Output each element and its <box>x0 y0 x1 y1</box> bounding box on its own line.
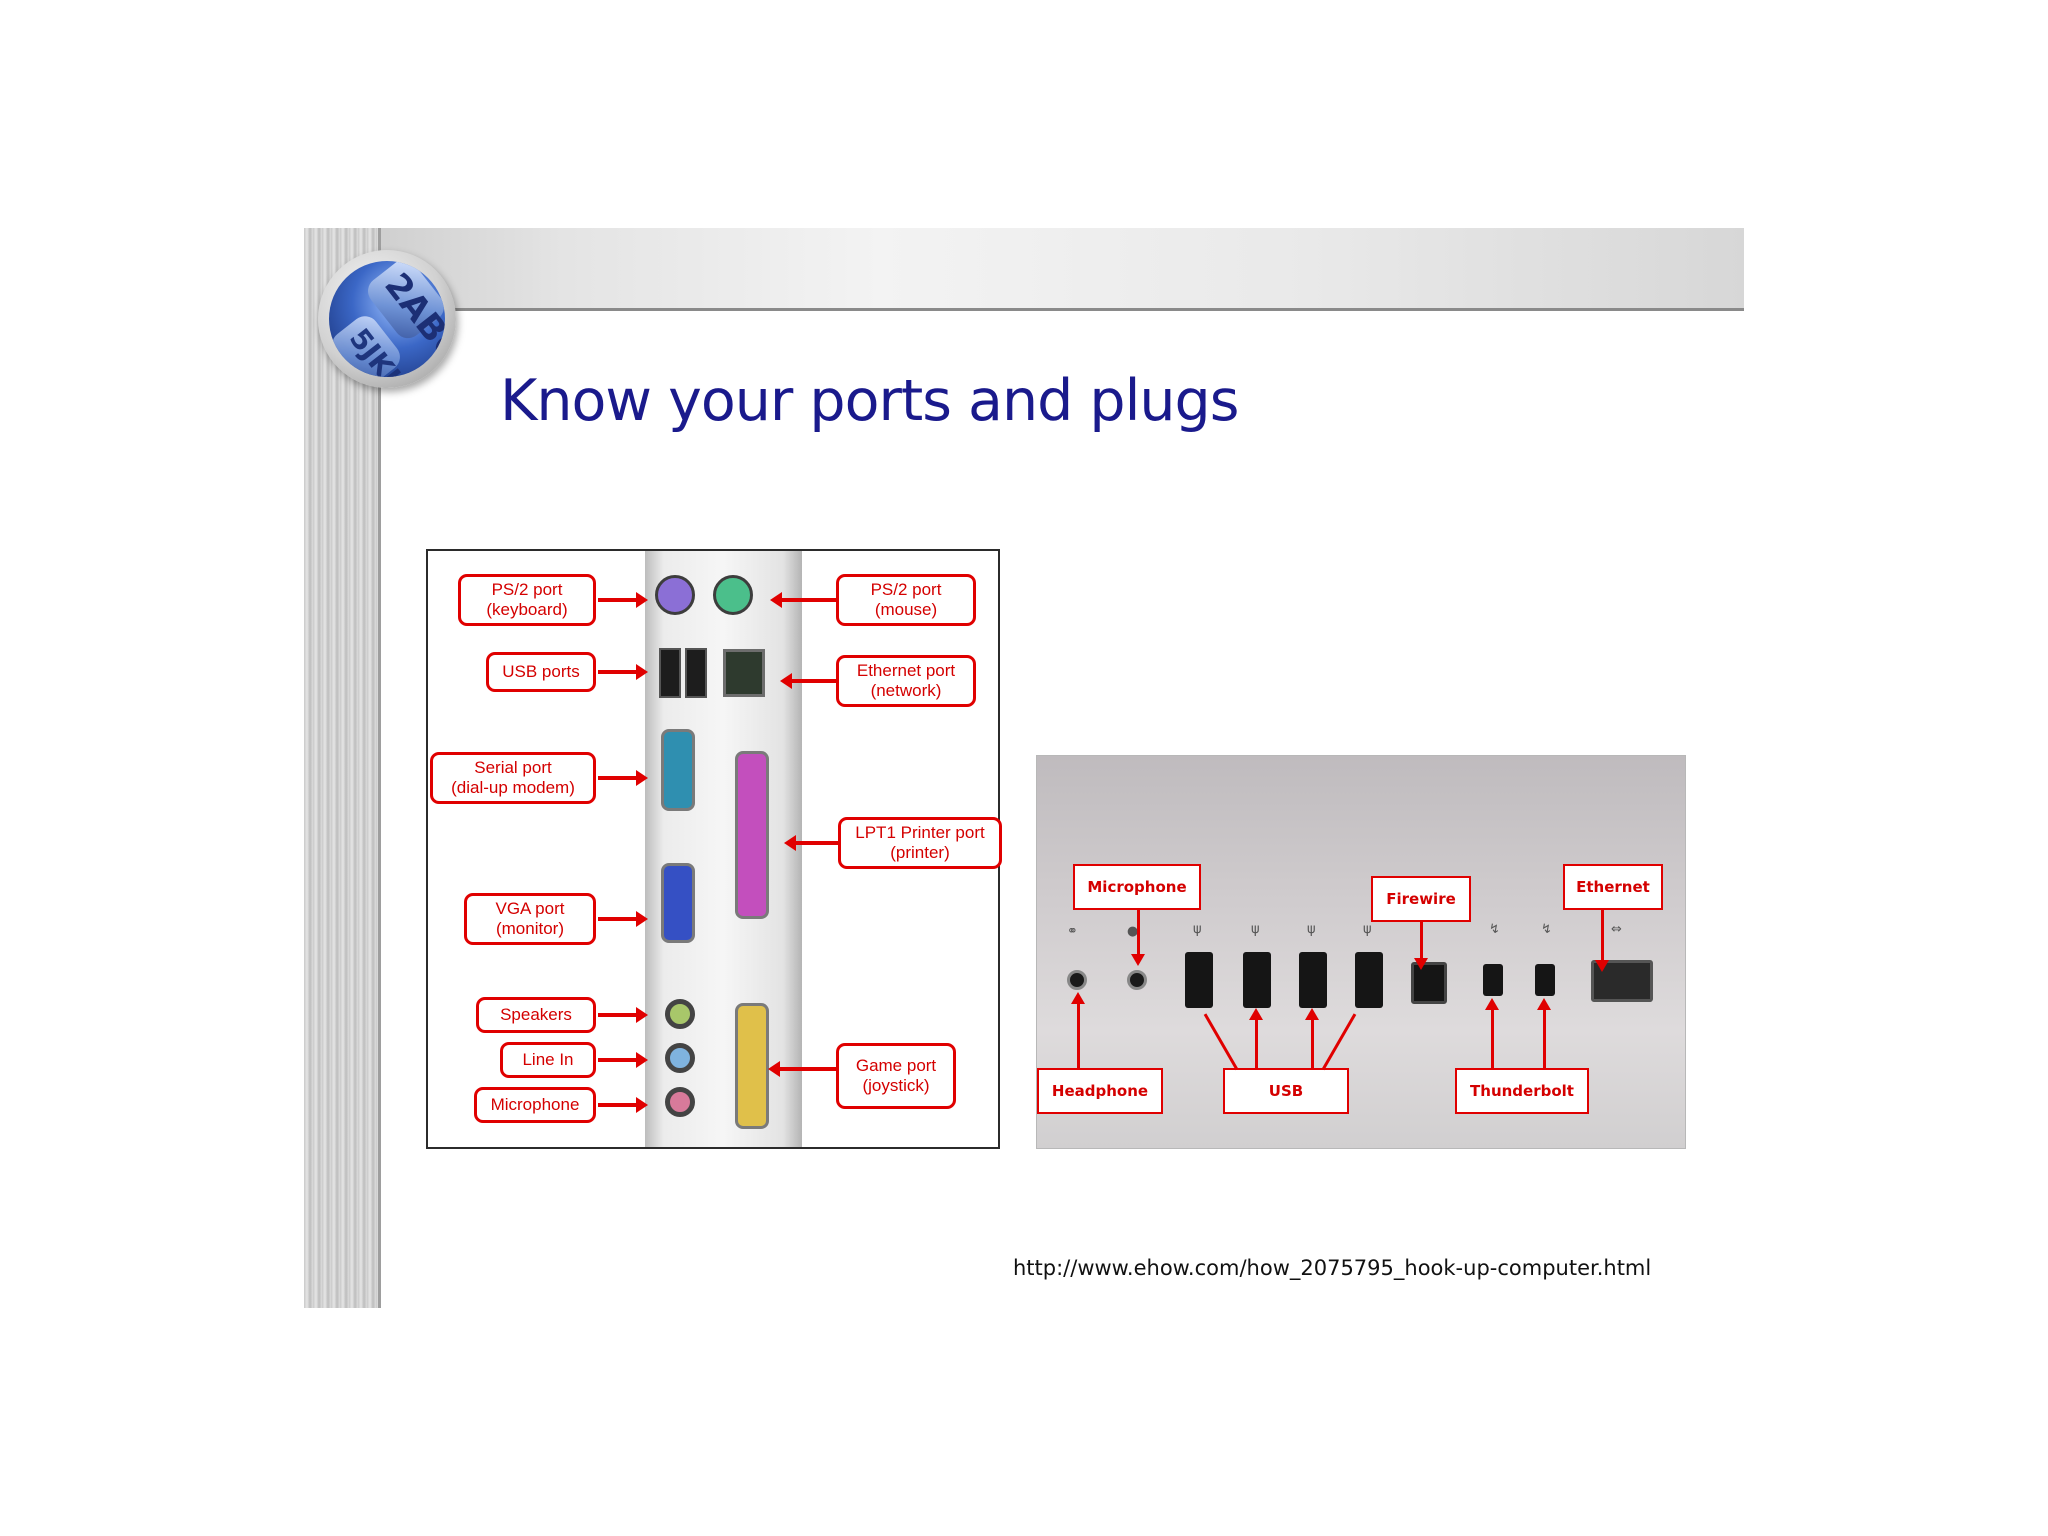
label-speakers: Speakers <box>476 997 596 1033</box>
label-text: VGA port <box>495 899 565 918</box>
arrow <box>768 1061 836 1077</box>
phone-keypad-logo: 2ABC 5JKL <box>318 250 456 388</box>
arrow <box>598 1097 648 1113</box>
label-game-port: Game port (joystick) <box>836 1043 956 1109</box>
arrow <box>1305 1008 1319 1068</box>
label-text: PS/2 port <box>870 580 942 599</box>
label-text: Serial port <box>474 758 552 777</box>
arrow <box>598 911 648 927</box>
usb-port-2 <box>1243 952 1271 1008</box>
label-ethernet-port: Ethernet port (network) <box>836 655 976 707</box>
label-ethernet: Ethernet <box>1563 864 1663 910</box>
label-subtext: (monitor) <box>495 919 564 938</box>
usb-port-2 <box>685 648 707 698</box>
arrow <box>598 664 648 680</box>
usb-symbol-icon: ψ <box>1363 922 1372 937</box>
usb-symbol-icon: ψ <box>1307 922 1316 937</box>
label-text: PS/2 port <box>491 580 563 599</box>
arrow <box>784 835 838 851</box>
label-headphone: Headphone <box>1037 1068 1163 1114</box>
arrow <box>1131 910 1145 966</box>
label-subtext: (network) <box>870 681 942 700</box>
label-text: LPT1 Printer port <box>855 823 985 842</box>
label-subtext: (printer) <box>890 843 950 862</box>
arrow <box>1071 992 1085 1068</box>
label-lpt1-printer-port: LPT1 Printer port (printer) <box>838 817 1002 869</box>
slide-title: Know your ports and plugs <box>500 368 1239 434</box>
label-text: Game port <box>855 1056 937 1075</box>
label-subtext: (mouse) <box>874 600 938 619</box>
label-vga-port: VGA port (monitor) <box>464 893 596 945</box>
ps2-keyboard-port <box>655 575 695 615</box>
thunderbolt-symbol-icon: ↯ <box>1541 922 1552 937</box>
speakers-jack <box>665 999 695 1029</box>
arrow <box>780 673 836 689</box>
mac-ports-photo: ⚭ ● ψ ψ ψ ψ ↯ ↯ ⇔ Microphone Firewire Et… <box>1036 755 1686 1149</box>
usb-port-4 <box>1355 952 1383 1008</box>
microphone-symbol-icon: ● <box>1127 924 1139 939</box>
serial-port <box>661 729 695 811</box>
side-band-divider <box>378 228 381 1308</box>
label-microphone: Microphone <box>1073 864 1201 910</box>
arrow <box>1203 1013 1239 1071</box>
usb-port-3 <box>1299 952 1327 1008</box>
label-subtext: (joystick) <box>862 1076 930 1095</box>
logo-keypad-image: 2ABC 5JKL <box>329 261 445 377</box>
io-shield-plate <box>645 551 802 1147</box>
label-usb: USB <box>1223 1068 1349 1114</box>
arrow <box>1249 1008 1263 1068</box>
source-url: http://www.ehow.com/how_2075795_hook-up-… <box>1013 1256 1652 1280</box>
label-text: Speakers <box>500 1005 572 1024</box>
ethernet-port <box>723 649 765 697</box>
usb-port-1 <box>659 648 681 698</box>
pc-back-panel-diagram: PS/2 port (keyboard) USB ports Serial po… <box>426 549 1002 1149</box>
header-divider <box>419 308 1744 311</box>
thunderbolt-symbol-icon: ↯ <box>1489 922 1500 937</box>
microphone-jack <box>1127 970 1147 990</box>
label-usb-ports: USB ports <box>486 652 596 692</box>
label-firewire: Firewire <box>1371 876 1471 922</box>
arrow <box>598 1007 648 1023</box>
usb-symbol-icon: ψ <box>1193 922 1202 937</box>
arrow <box>770 592 836 608</box>
label-text: USB ports <box>502 662 580 681</box>
label-serial-port: Serial port (dial-up modem) <box>430 752 596 804</box>
slide: 2ABC 5JKL Know your ports and plugs PS/2… <box>304 228 1744 1308</box>
thunderbolt-port-1 <box>1483 964 1503 996</box>
label-ps2-mouse: PS/2 port (mouse) <box>836 574 976 626</box>
arrow <box>1485 998 1499 1068</box>
label-microphone: Microphone <box>474 1087 596 1123</box>
label-text: Microphone <box>490 1095 580 1114</box>
headphone-jack <box>1067 970 1087 990</box>
label-text: Line In <box>522 1050 574 1069</box>
arrow <box>598 592 648 608</box>
label-ps2-keyboard: PS/2 port (keyboard) <box>458 574 596 626</box>
slide-header-band <box>304 228 1744 310</box>
label-line-in: Line In <box>500 1042 596 1078</box>
label-thunderbolt: Thunderbolt <box>1455 1068 1589 1114</box>
arrow <box>1414 922 1428 970</box>
arrow <box>1595 910 1609 972</box>
arrow <box>598 1052 648 1068</box>
ps2-mouse-port <box>713 575 753 615</box>
headphone-symbol-icon: ⚭ <box>1067 924 1078 939</box>
usb-port-1 <box>1185 952 1213 1008</box>
label-subtext: (keyboard) <box>486 600 568 619</box>
usb-symbol-icon: ψ <box>1251 922 1260 937</box>
thunderbolt-port-2 <box>1535 964 1555 996</box>
line-in-jack <box>665 1043 695 1073</box>
arrow <box>598 770 648 786</box>
ethernet-symbol-icon: ⇔ <box>1611 922 1622 937</box>
label-subtext: (dial-up modem) <box>451 778 575 797</box>
vga-port <box>661 863 695 943</box>
game-port <box>735 1003 769 1129</box>
arrow <box>1321 1013 1357 1071</box>
arrow <box>1537 998 1551 1068</box>
printer-port <box>735 751 769 919</box>
microphone-jack <box>665 1087 695 1117</box>
slide-side-band <box>304 228 380 1308</box>
label-text: Ethernet port <box>856 661 956 680</box>
